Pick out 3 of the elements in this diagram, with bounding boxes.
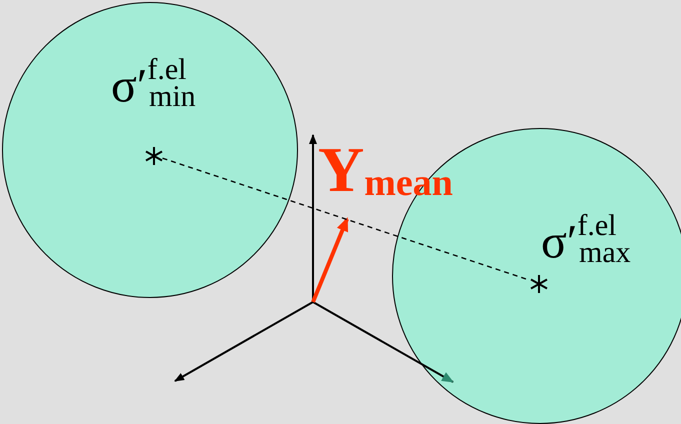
dashed-line [162, 158, 529, 280]
asterisk-icon [529, 274, 549, 294]
asterisk-icon [144, 146, 164, 166]
